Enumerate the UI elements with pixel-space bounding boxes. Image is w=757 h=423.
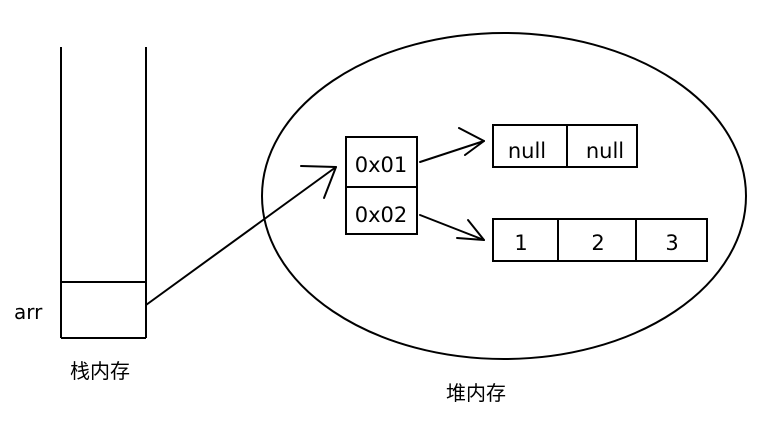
stack-variable-label: arr [14,300,43,324]
heap-caption: 堆内存 [446,381,506,405]
inner-array-0x01: null null [492,124,638,168]
stack-caption: 栈内存 [70,359,130,383]
heap-boundary [261,32,747,360]
arrow-stack-to-heap [145,165,337,306]
inner-array-box [492,218,708,262]
inner-array-cell: 1 [514,231,527,255]
inner-array-cell: null [508,139,546,163]
arrow-0x01-to-null-array [419,127,485,163]
stack-memory: arr 栈内存 [14,47,147,383]
outer-array-cell: 0x01 [355,153,408,177]
inner-array-cell: 2 [591,231,604,255]
heap-memory: 堆内存 [261,32,747,405]
inner-array-0x02: 1 2 3 [492,218,708,262]
arrow-0x02-to-number-array [419,214,485,241]
outer-array-cell: 0x02 [355,203,408,227]
outer-array: 0x01 0x02 [345,136,418,235]
inner-array-cell: null [586,139,624,163]
outer-array-box [345,136,418,235]
inner-array-cell: 3 [665,231,678,255]
inner-array-box [492,124,638,168]
